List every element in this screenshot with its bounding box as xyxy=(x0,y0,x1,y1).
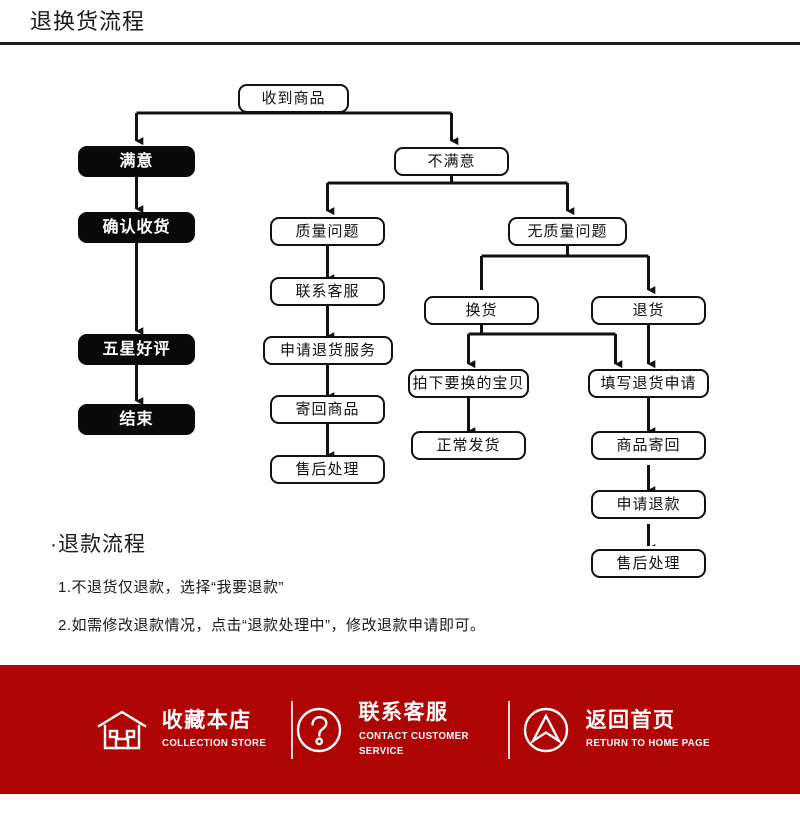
node-confirm-receipt[interactable]: 确认收货 xyxy=(78,212,195,243)
footer-return-home[interactable]: 返回首页 RETURN TO HOME PAGE xyxy=(510,704,725,756)
node-send-back-goods[interactable]: 寄回商品 xyxy=(270,395,385,424)
node-goods-sent-back[interactable]: 商品寄回 xyxy=(591,431,706,460)
node-apply-refund[interactable]: 申请退款 xyxy=(591,490,706,519)
node-normal-shipping[interactable]: 正常发货 xyxy=(411,431,526,460)
page-header: 退换货流程 xyxy=(0,0,800,46)
node-received-goods[interactable]: 收到商品 xyxy=(238,84,349,113)
footer-label-en: RETURN TO HOME PAGE xyxy=(585,738,710,750)
node-end[interactable]: 结束 xyxy=(78,404,195,435)
refund-note-2: 2.如需修改退款情况，点击“退款处理中”，修改退款申请即可。 xyxy=(58,617,486,634)
footer-divider-2 xyxy=(507,700,510,759)
node-buy-exchange-item[interactable]: 拍下要换的宝贝 xyxy=(408,369,529,398)
footer-label-cn: 收藏本店 xyxy=(161,708,252,732)
footer-contact-service-text: 联系客服 CONTACT CUSTOMER SERVICE xyxy=(359,700,508,758)
node-unsatisfied[interactable]: 不满意 xyxy=(394,147,509,176)
node-return-goods[interactable]: 退货 xyxy=(591,296,706,325)
footer-action-bar: 收藏本店 COLLECTION STORE 联系客服 CONTACT CUSTO… xyxy=(0,665,800,794)
page-title: 退换货流程 xyxy=(30,9,146,34)
returns-flowchart: 收到商品 满意 确认收货 五星好评 结束 不满意 质量问题 联系客服 申请退货服… xyxy=(0,46,800,578)
node-satisfied[interactable]: 满意 xyxy=(78,146,195,177)
footer-divider-1 xyxy=(290,700,293,759)
node-apply-return-service[interactable]: 申请退货服务 xyxy=(263,336,393,365)
footer-collection-store[interactable]: 收藏本店 COLLECTION STORE xyxy=(76,704,291,756)
refund-process-heading: ·退款流程 xyxy=(50,533,146,556)
question-mark-circle-icon xyxy=(293,704,345,756)
footer-collection-store-text: 收藏本店 COLLECTION STORE xyxy=(162,708,270,751)
house-icon xyxy=(96,704,148,756)
footer-label-cn: 返回首页 xyxy=(585,708,676,732)
node-after-sales-right[interactable]: 售后处理 xyxy=(591,549,706,578)
footer-label-cn: 联系客服 xyxy=(358,701,449,725)
node-exchange[interactable]: 换货 xyxy=(424,296,539,325)
node-quality-issue[interactable]: 质量问题 xyxy=(270,217,385,246)
refund-note-1: 1.不退货仅退款，选择“我要退款” xyxy=(58,579,285,596)
footer-label-en: CONTACT CUSTOMER SERVICE xyxy=(358,730,469,757)
up-arrow-circle-icon xyxy=(520,704,572,756)
flowchart-connectors xyxy=(135,111,656,546)
footer-return-home-text: 返回首页 RETURN TO HOME PAGE xyxy=(586,708,715,751)
node-fill-return-request[interactable]: 填写退货申请 xyxy=(588,369,709,398)
header-divider xyxy=(0,42,800,45)
node-contact-service[interactable]: 联系客服 xyxy=(270,277,385,306)
node-no-quality-issue[interactable]: 无质量问题 xyxy=(508,217,627,246)
node-after-sales-left[interactable]: 售后处理 xyxy=(270,455,385,484)
footer-label-en: COLLECTION STORE xyxy=(161,738,266,750)
node-five-star-review[interactable]: 五星好评 xyxy=(78,334,195,365)
footer-contact-service[interactable]: 联系客服 CONTACT CUSTOMER SERVICE xyxy=(293,700,508,758)
